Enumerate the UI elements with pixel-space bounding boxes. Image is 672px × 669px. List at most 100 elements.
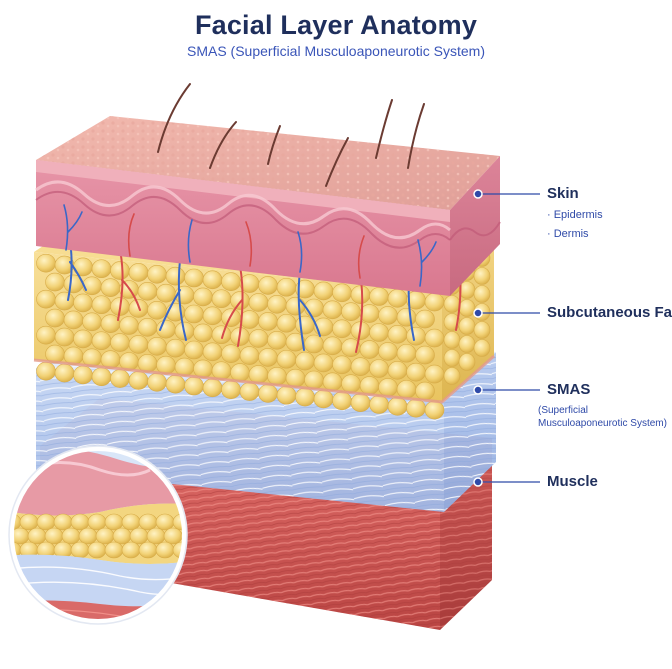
- fat-globule: [350, 285, 371, 304]
- fat-globule: [230, 291, 250, 310]
- fat-globule: [211, 325, 232, 345]
- fat-globule: [128, 335, 149, 354]
- fat-globule: [406, 362, 426, 382]
- fat-globule: [313, 353, 334, 373]
- fat-globule: [70, 513, 90, 531]
- fat-globule: [119, 316, 139, 335]
- fat-globule: [415, 309, 435, 329]
- fat-globule: [193, 287, 213, 307]
- fat-globule: [443, 349, 461, 367]
- fat-globule: [202, 342, 223, 362]
- fat-globule: [332, 391, 352, 411]
- magnified-inset: [8, 445, 188, 625]
- fat-globule: [406, 398, 426, 418]
- fat-globule: [443, 295, 461, 313]
- fat-globule: [95, 527, 115, 545]
- fat-globule: [156, 283, 176, 303]
- fat-globule: [147, 372, 167, 392]
- label-dermis: · Dermis: [547, 228, 589, 240]
- fat-globule: [295, 351, 315, 371]
- fat-globule: [285, 368, 306, 388]
- fat-globule: [276, 277, 297, 297]
- fat-globule: [184, 376, 204, 396]
- fat-globule: [87, 541, 107, 559]
- fat-globule: [322, 336, 343, 356]
- fat-globule: [406, 326, 426, 346]
- fat-globule: [184, 340, 204, 360]
- fat-globule: [322, 300, 343, 320]
- fat-globule: [458, 317, 476, 335]
- fat-globule: [121, 513, 141, 531]
- fat-globule: [369, 359, 389, 378]
- fat-globule: [304, 334, 324, 354]
- fat-globule: [63, 310, 84, 330]
- fat-globule: [45, 272, 65, 292]
- fat-globule: [295, 387, 315, 407]
- fat-globule: [458, 353, 476, 371]
- fat-globule: [104, 541, 124, 559]
- fat-globule: [138, 513, 158, 531]
- fat-globule: [221, 344, 241, 364]
- fat-globule: [146, 527, 166, 545]
- fat-globule: [155, 541, 175, 559]
- fat-globule: [295, 315, 315, 335]
- fat-globule: [443, 331, 461, 349]
- fat-globule: [458, 299, 476, 317]
- fat-globule: [82, 312, 102, 332]
- fat-globule: [147, 300, 167, 320]
- fat-globule: [313, 281, 334, 301]
- fat-globule: [369, 323, 389, 342]
- fat-globule: [193, 323, 213, 343]
- fat-globule: [163, 527, 183, 545]
- fat-globule: [369, 287, 389, 306]
- fat-globule: [54, 327, 75, 347]
- fat-globule: [70, 541, 90, 559]
- fat-globule: [473, 321, 491, 339]
- fat-globule: [285, 296, 306, 316]
- fat-globule: [276, 349, 297, 369]
- fat-globule: [91, 367, 112, 387]
- inset-fat-globules: [12, 513, 184, 559]
- fat-globule: [27, 527, 47, 545]
- fat-globule: [54, 291, 75, 311]
- fat-globule: [332, 319, 352, 339]
- fat-globule: [304, 370, 324, 390]
- fat-globule: [53, 513, 73, 531]
- fat-globule: [44, 527, 64, 545]
- fat-globule: [267, 366, 287, 386]
- fat-globule: [424, 328, 445, 348]
- fat-globule: [45, 308, 65, 328]
- label-epidermis: · Epidermis: [547, 209, 603, 221]
- fat-globule: [378, 378, 398, 397]
- fat-globule: [258, 276, 278, 295]
- fat-globule: [137, 318, 158, 337]
- fat-globule: [110, 333, 130, 352]
- fat-globule: [424, 292, 445, 312]
- fat-globule: [61, 527, 81, 545]
- fat-globule: [276, 385, 297, 405]
- fat-globule: [387, 361, 408, 380]
- fat-globule: [54, 363, 75, 383]
- fat-globule: [112, 527, 132, 545]
- fat-globule: [128, 371, 149, 390]
- fat-globule: [424, 400, 445, 420]
- fat-globule: [378, 342, 398, 361]
- fat-globule: [202, 306, 223, 326]
- fat-globule: [415, 381, 435, 401]
- fat-globule: [36, 325, 56, 345]
- fat-globule: [147, 336, 167, 356]
- fat-globule: [221, 272, 241, 292]
- fat-globule: [184, 304, 204, 324]
- hair-shafts: [157, 83, 425, 187]
- label-smas-note-line1: (Superficial: [538, 405, 589, 416]
- fat-globule: [110, 369, 130, 388]
- fat-globule: [100, 278, 121, 297]
- fat-globule: [73, 329, 93, 349]
- fat-globule: [396, 307, 417, 327]
- fat-globule: [387, 397, 408, 416]
- fat-globule: [267, 294, 287, 314]
- fat-globule: [322, 372, 343, 392]
- fat-globule: [378, 306, 398, 325]
- fat-globule: [78, 527, 98, 545]
